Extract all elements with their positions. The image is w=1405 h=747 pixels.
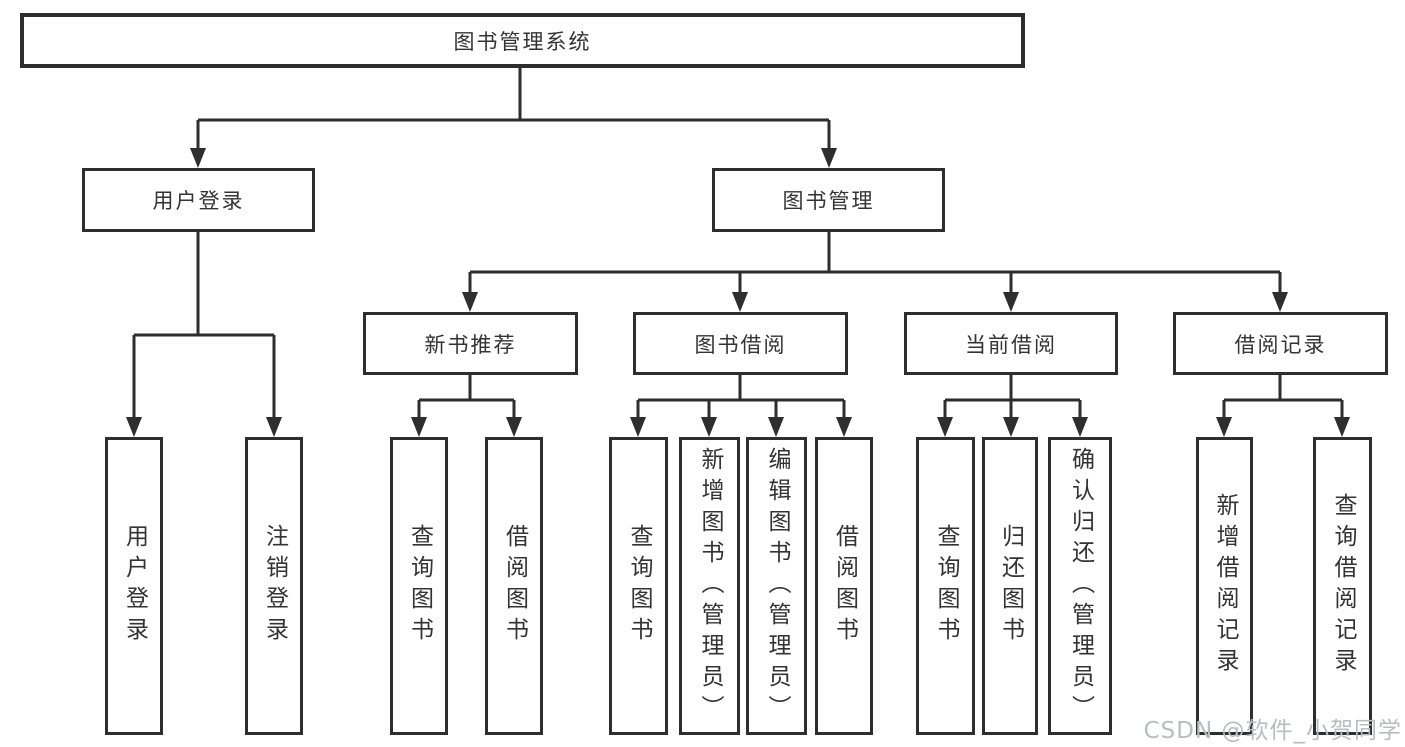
leaf-return-books: 归还图书 — [982, 437, 1038, 735]
leaf-logout: 注销登录 — [245, 437, 303, 735]
node-book-management: 图书管理 — [712, 168, 945, 232]
node-current-borrowing: 当前借阅 — [904, 312, 1118, 375]
csdn-watermark: CSDN @软件_小贺同学 — [1143, 718, 1402, 744]
leaf-query-borrow-record: 查询借阅记录 — [1313, 437, 1372, 735]
leaf-query-books-current: 查询图书 — [916, 437, 975, 735]
leaf-confirm-return-admin: 确认归还（管理员） — [1048, 437, 1112, 735]
node-library-management-system: 图书管理系统 — [20, 13, 1025, 68]
node-borrowing-records: 借阅记录 — [1173, 312, 1388, 375]
leaf-borrow-books: 借阅图书 — [815, 437, 873, 735]
leaf-add-books-admin: 新增图书（管理员） — [679, 437, 740, 735]
node-new-book-recommendation: 新书推荐 — [363, 312, 578, 375]
leaf-borrow-books-recommend: 借阅图书 — [485, 437, 543, 735]
leaf-query-books-borrow: 查询图书 — [609, 437, 668, 735]
arrowheads — [126, 148, 1350, 437]
leaf-query-books-recommend: 查询图书 — [390, 437, 448, 735]
node-book-borrowing: 图书借阅 — [633, 312, 848, 375]
leaf-add-borrow-record: 新增借阅记录 — [1196, 437, 1253, 735]
leaf-user-login: 用户登录 — [105, 437, 163, 735]
node-user-login: 用户登录 — [82, 168, 315, 232]
leaf-edit-books-admin: 编辑图书（管理员） — [746, 437, 807, 735]
